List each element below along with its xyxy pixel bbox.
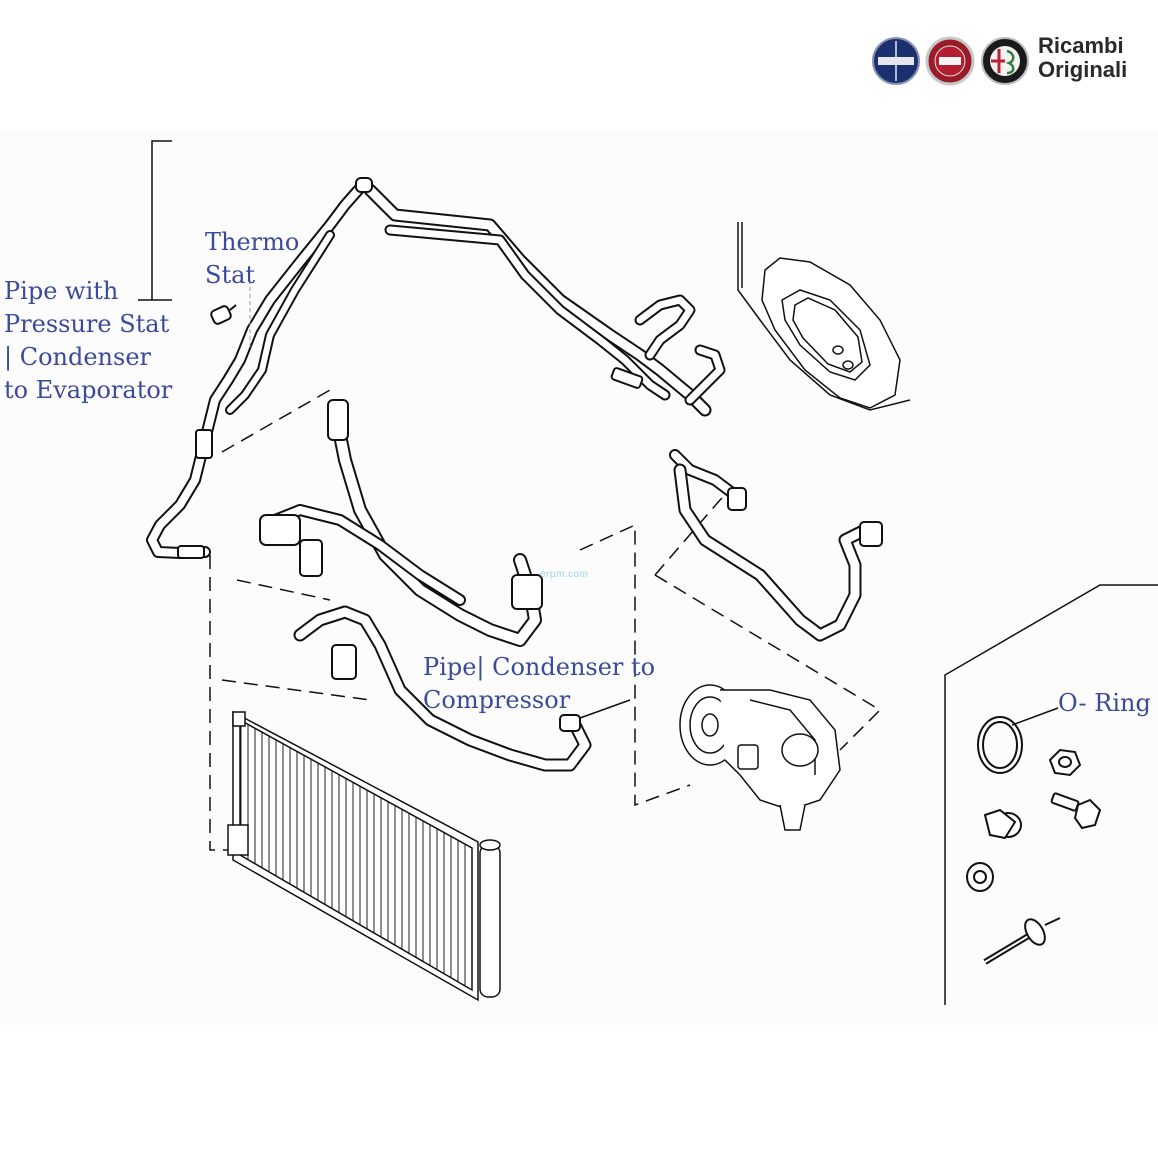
thermo-stat-label-line-1: Thermo <box>205 228 300 256</box>
thermo-stat-label-line-2: Stat <box>205 261 256 289</box>
compressor-pipe <box>293 605 592 772</box>
condenser <box>227 710 501 1002</box>
compressor-pipe-label: Pipe| Condenser to Compressor <box>423 651 655 717</box>
diagram-panel <box>0 130 1158 1025</box>
brand-line-1: Ricambi <box>1038 33 1124 58</box>
o-ring-leader <box>1011 707 1059 726</box>
o-ring-part <box>977 716 1023 774</box>
kit-bracket <box>944 584 1158 1005</box>
o-ring-label: O- Ring <box>1058 689 1151 717</box>
evaporator-housing <box>737 222 911 411</box>
bolt-part <box>1050 792 1102 830</box>
alfa-romeo-logo <box>981 37 1029 85</box>
compressor-pipe-label-line-1: Pipe| Condenser to <box>423 653 656 681</box>
fiat-logo <box>925 36 975 86</box>
washer-part <box>966 862 994 892</box>
pressure-pipe-label-line-3: | Condenser <box>4 343 151 371</box>
pipe-with-pressure-stat <box>146 177 726 559</box>
pressure-stat-bracket <box>138 140 172 301</box>
compressor-pipe-label-line-2: Compressor <box>423 686 571 714</box>
pressure-pipe-label-line-2: Pressure Stat <box>4 310 170 338</box>
pressure-pipe-label-line-4: to Evaporator <box>4 376 173 404</box>
insert-part <box>983 808 1022 840</box>
pressure-pipe-label: Pipe with Pressure Stat | Condenser to E… <box>4 275 172 407</box>
lancia-logo <box>872 37 920 85</box>
suction-hose <box>259 399 543 647</box>
thermo-stat-part <box>210 304 237 325</box>
rivet-part <box>983 917 1061 965</box>
thermo-stat-label: Thermo Stat <box>205 226 299 292</box>
compressor <box>679 684 841 831</box>
nut-part <box>1048 748 1082 777</box>
compressor-pipe-leader <box>579 699 631 719</box>
discharge-hose <box>669 449 883 642</box>
brand-block: Ricambi Originali <box>1038 34 1127 82</box>
pressure-pipe-label-line-1: Pipe with <box>4 277 119 305</box>
watermark: erpm.com <box>540 569 589 580</box>
brand-line-2: Originali <box>1038 57 1128 82</box>
